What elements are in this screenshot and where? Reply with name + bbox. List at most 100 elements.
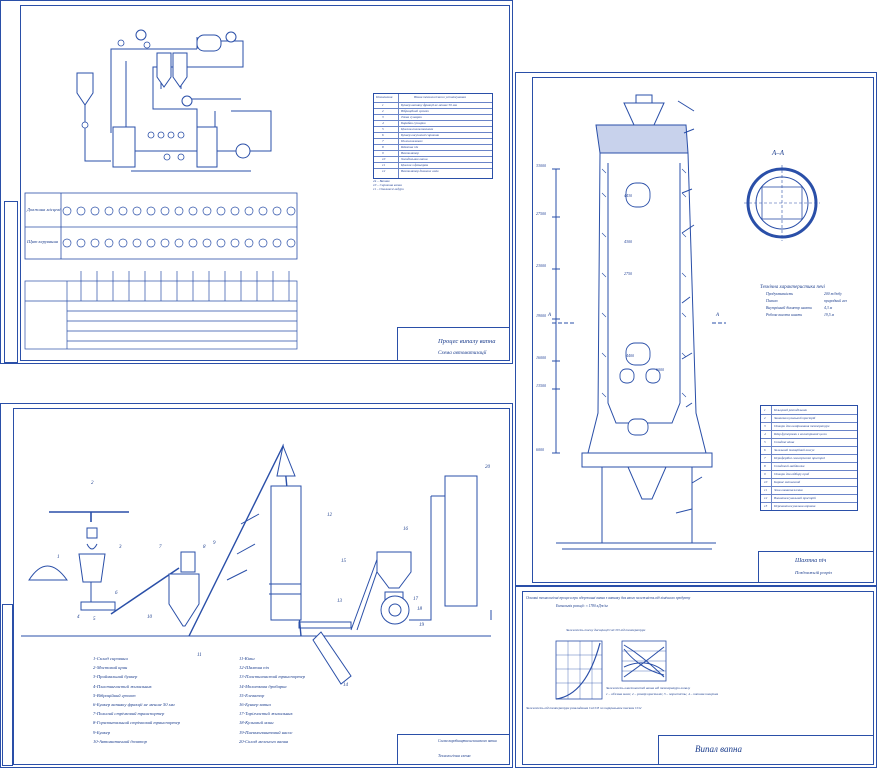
dissociation-curve bbox=[555, 642, 601, 700]
legend-row-label: Вентилятор димових газів bbox=[401, 169, 439, 173]
parts-row-number: 2 bbox=[764, 416, 766, 420]
row-label-panel: Щит керування bbox=[27, 239, 58, 244]
spec-value: 19,5 м bbox=[824, 313, 835, 318]
legend-row bbox=[374, 114, 492, 115]
svg-text:20: 20 bbox=[485, 465, 491, 470]
chart-sheet-heading-2: Ентальпія реакції: ≈ 1780 кДж/кг bbox=[556, 604, 609, 608]
svg-text:9: 9 bbox=[213, 541, 216, 546]
process-subtitle: Технологічна схема bbox=[438, 753, 471, 758]
section-label: А–А bbox=[772, 149, 785, 157]
parts-row-divider bbox=[761, 502, 857, 503]
spec-value: 4,3 м bbox=[824, 306, 833, 311]
parts-row-label: Вивантажувальний пристрій bbox=[774, 496, 816, 500]
legend-row-number: 6 bbox=[382, 133, 384, 137]
dimension-label: 4400 bbox=[626, 353, 634, 358]
parts-row-divider bbox=[761, 494, 857, 495]
process-list-item: 7-Похилий стрічковий транспортер bbox=[93, 711, 165, 717]
parts-row-label: Отвори для відбору проб bbox=[774, 472, 810, 476]
cut-letter-left: А bbox=[548, 313, 552, 318]
instrument-circles bbox=[62, 206, 296, 248]
parts-row-divider bbox=[761, 478, 857, 479]
parts-row-divider bbox=[761, 414, 857, 415]
kiln-icon bbox=[112, 126, 218, 168]
dimension-label: 16000 bbox=[536, 355, 546, 360]
parts-row-label: Загальний ізоляційний кожух bbox=[774, 448, 815, 452]
process-list-item: 2-Мостовий кран bbox=[93, 665, 128, 671]
dimension-label: 33000 bbox=[536, 163, 546, 168]
property-curve-3 bbox=[623, 662, 665, 672]
svg-text:19: 19 bbox=[419, 623, 425, 628]
parts-row-number: 8 bbox=[764, 464, 766, 468]
process-list-item: 13-Пластинчастий транспортер bbox=[239, 674, 306, 680]
parts-col-divider bbox=[771, 406, 772, 510]
process-list-item: 1-Склад сировини bbox=[93, 656, 128, 661]
parts-row-number: 11 bbox=[764, 488, 768, 492]
fan-icon bbox=[135, 29, 251, 159]
parts-row-number: 10 bbox=[764, 480, 768, 484]
chart-sheet-heading-1: Основні технологічні процеси при одержан… bbox=[526, 596, 691, 600]
parts-row-label: Отвори для вимірювання температури bbox=[774, 424, 830, 428]
property-curve-2 bbox=[623, 646, 665, 678]
legend-row-label: Топка сушарки bbox=[401, 115, 422, 119]
dimension-label: 4430 bbox=[624, 193, 632, 198]
parts-row-label: Каркас металевий bbox=[774, 480, 801, 484]
legend-row bbox=[374, 150, 492, 151]
legend-row-label: Вентилятор bbox=[401, 151, 419, 155]
svg-text:8: 8 bbox=[203, 545, 206, 550]
dimension-label: 4300 bbox=[624, 239, 632, 244]
legend-row-label: Циклон з фільтром bbox=[401, 163, 429, 167]
parts-row-label: Шар футеровки з вогнетривкої цегли bbox=[774, 432, 827, 436]
scheme-subtitle: Схема автоматизації bbox=[438, 350, 487, 356]
note-3: 11 – Опалюючі гадури bbox=[373, 187, 404, 191]
svg-text:3: 3 bbox=[119, 545, 122, 550]
parts-row-divider bbox=[761, 430, 857, 431]
parts-row-label: Оглядові вікна bbox=[774, 440, 795, 444]
svg-text:15: 15 bbox=[341, 559, 347, 564]
parts-row-label: Зона вивантаження bbox=[774, 488, 803, 492]
dimension-label: 19000 bbox=[536, 313, 546, 318]
legend-row bbox=[374, 108, 492, 109]
parts-row-label: Перевантажувальна воронка bbox=[774, 504, 816, 508]
sheet-frame bbox=[532, 77, 874, 583]
parts-row-label: Кільцевий розподільник bbox=[774, 408, 807, 412]
process-list-item: 8-Горизонтальний стрічковий транспортер bbox=[93, 720, 181, 726]
parts-row-divider bbox=[761, 454, 857, 455]
cut-letter-right: А bbox=[716, 313, 720, 318]
svg-text:7: 7 bbox=[159, 545, 162, 550]
sheet-automation-scheme: Довжина місцеві Щит керування Позначення… bbox=[0, 0, 513, 364]
caption-bottom: Залежність від температури розкладання C… bbox=[526, 706, 642, 710]
legend-row bbox=[374, 120, 492, 121]
kiln-windows bbox=[619, 182, 661, 436]
dimension-label: 6000 bbox=[536, 447, 544, 452]
svg-text:1: 1 bbox=[57, 555, 60, 560]
dimension-label: 27500 bbox=[536, 211, 546, 216]
scheme-title: Процес випалу вапна bbox=[438, 338, 496, 345]
side-stamp bbox=[4, 201, 18, 363]
spec-name: Внутрішній діаметр шахти bbox=[766, 306, 812, 311]
svg-text:14: 14 bbox=[343, 683, 349, 688]
process-list-item: 18-Кульовий млин bbox=[239, 720, 274, 726]
process-flow-scheme bbox=[24, 29, 298, 350]
svg-text:4: 4 bbox=[77, 615, 80, 620]
legend-row-number: 3 bbox=[382, 115, 384, 119]
legend-row-number: 2 bbox=[382, 109, 384, 113]
legend-row bbox=[374, 144, 492, 145]
parts-row-divider bbox=[761, 422, 857, 423]
parts-row-label: Оглядовий майданчик bbox=[774, 464, 805, 468]
svg-text:18: 18 bbox=[417, 607, 423, 612]
svg-text:12: 12 bbox=[327, 513, 333, 518]
process-title: Схема виробництва негашеного вапна bbox=[438, 739, 497, 743]
svg-text:13: 13 bbox=[337, 599, 343, 604]
kiln-title: Шахтна піч bbox=[795, 558, 827, 564]
legend-row bbox=[374, 102, 492, 103]
process-list-item: 15-Елеватор bbox=[239, 692, 265, 698]
process-list-item: 20-Склад меленого вапна bbox=[239, 738, 289, 744]
process-list-item: 4-Пластинчастий живильник bbox=[93, 683, 152, 689]
scheme-notes: 24 – Вапняк 10 – Сировина вапна 11 – Опа… bbox=[373, 179, 404, 191]
legend-row-label: Шахтна піч bbox=[401, 145, 419, 149]
specs-title: Технічна характеристика печі bbox=[760, 285, 825, 290]
